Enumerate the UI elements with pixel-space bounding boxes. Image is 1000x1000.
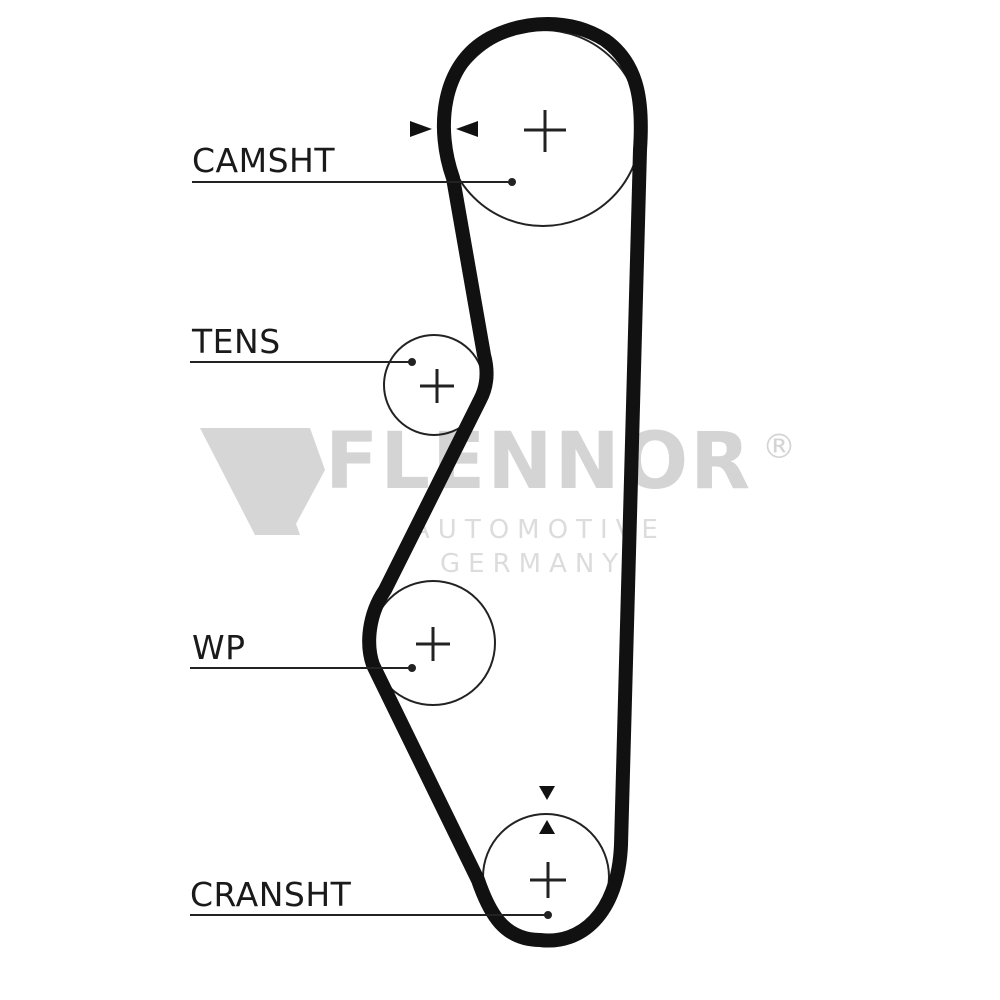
camshaft-timing-mark-right (456, 121, 478, 137)
flennor-w-logo (200, 428, 325, 535)
crankshaft-timing-mark-top (539, 786, 555, 800)
water-pump-center-cross (416, 627, 450, 661)
camshaft-timing-mark-left (410, 121, 432, 137)
crankshaft-center-cross (530, 862, 566, 898)
tensioner-label: TENS (191, 322, 281, 361)
camshaft-center-cross (524, 110, 566, 152)
water-pump-label: WP (192, 628, 246, 667)
watermark-line1: AUTOMOTIVE (412, 515, 666, 545)
crankshaft-timing-mark-bottom (539, 820, 555, 834)
tensioner-center-cross (420, 369, 454, 403)
tensioner-leader (190, 358, 416, 366)
crankshaft-leader (190, 911, 552, 919)
watermark-registered: ® (762, 427, 796, 467)
camshaft-leader (192, 178, 516, 186)
water-pump-leader (190, 664, 416, 672)
timing-belt (362, 17, 648, 948)
watermark-line2: GERMANY (440, 549, 626, 579)
crankshaft-label: CRANSHT (190, 875, 352, 914)
watermark-brand: FLENNOR (325, 417, 752, 507)
camshaft-label: CAMSHT (192, 141, 335, 180)
watermark: FLENNOR ® AUTOMOTIVE GERMANY (200, 417, 796, 579)
